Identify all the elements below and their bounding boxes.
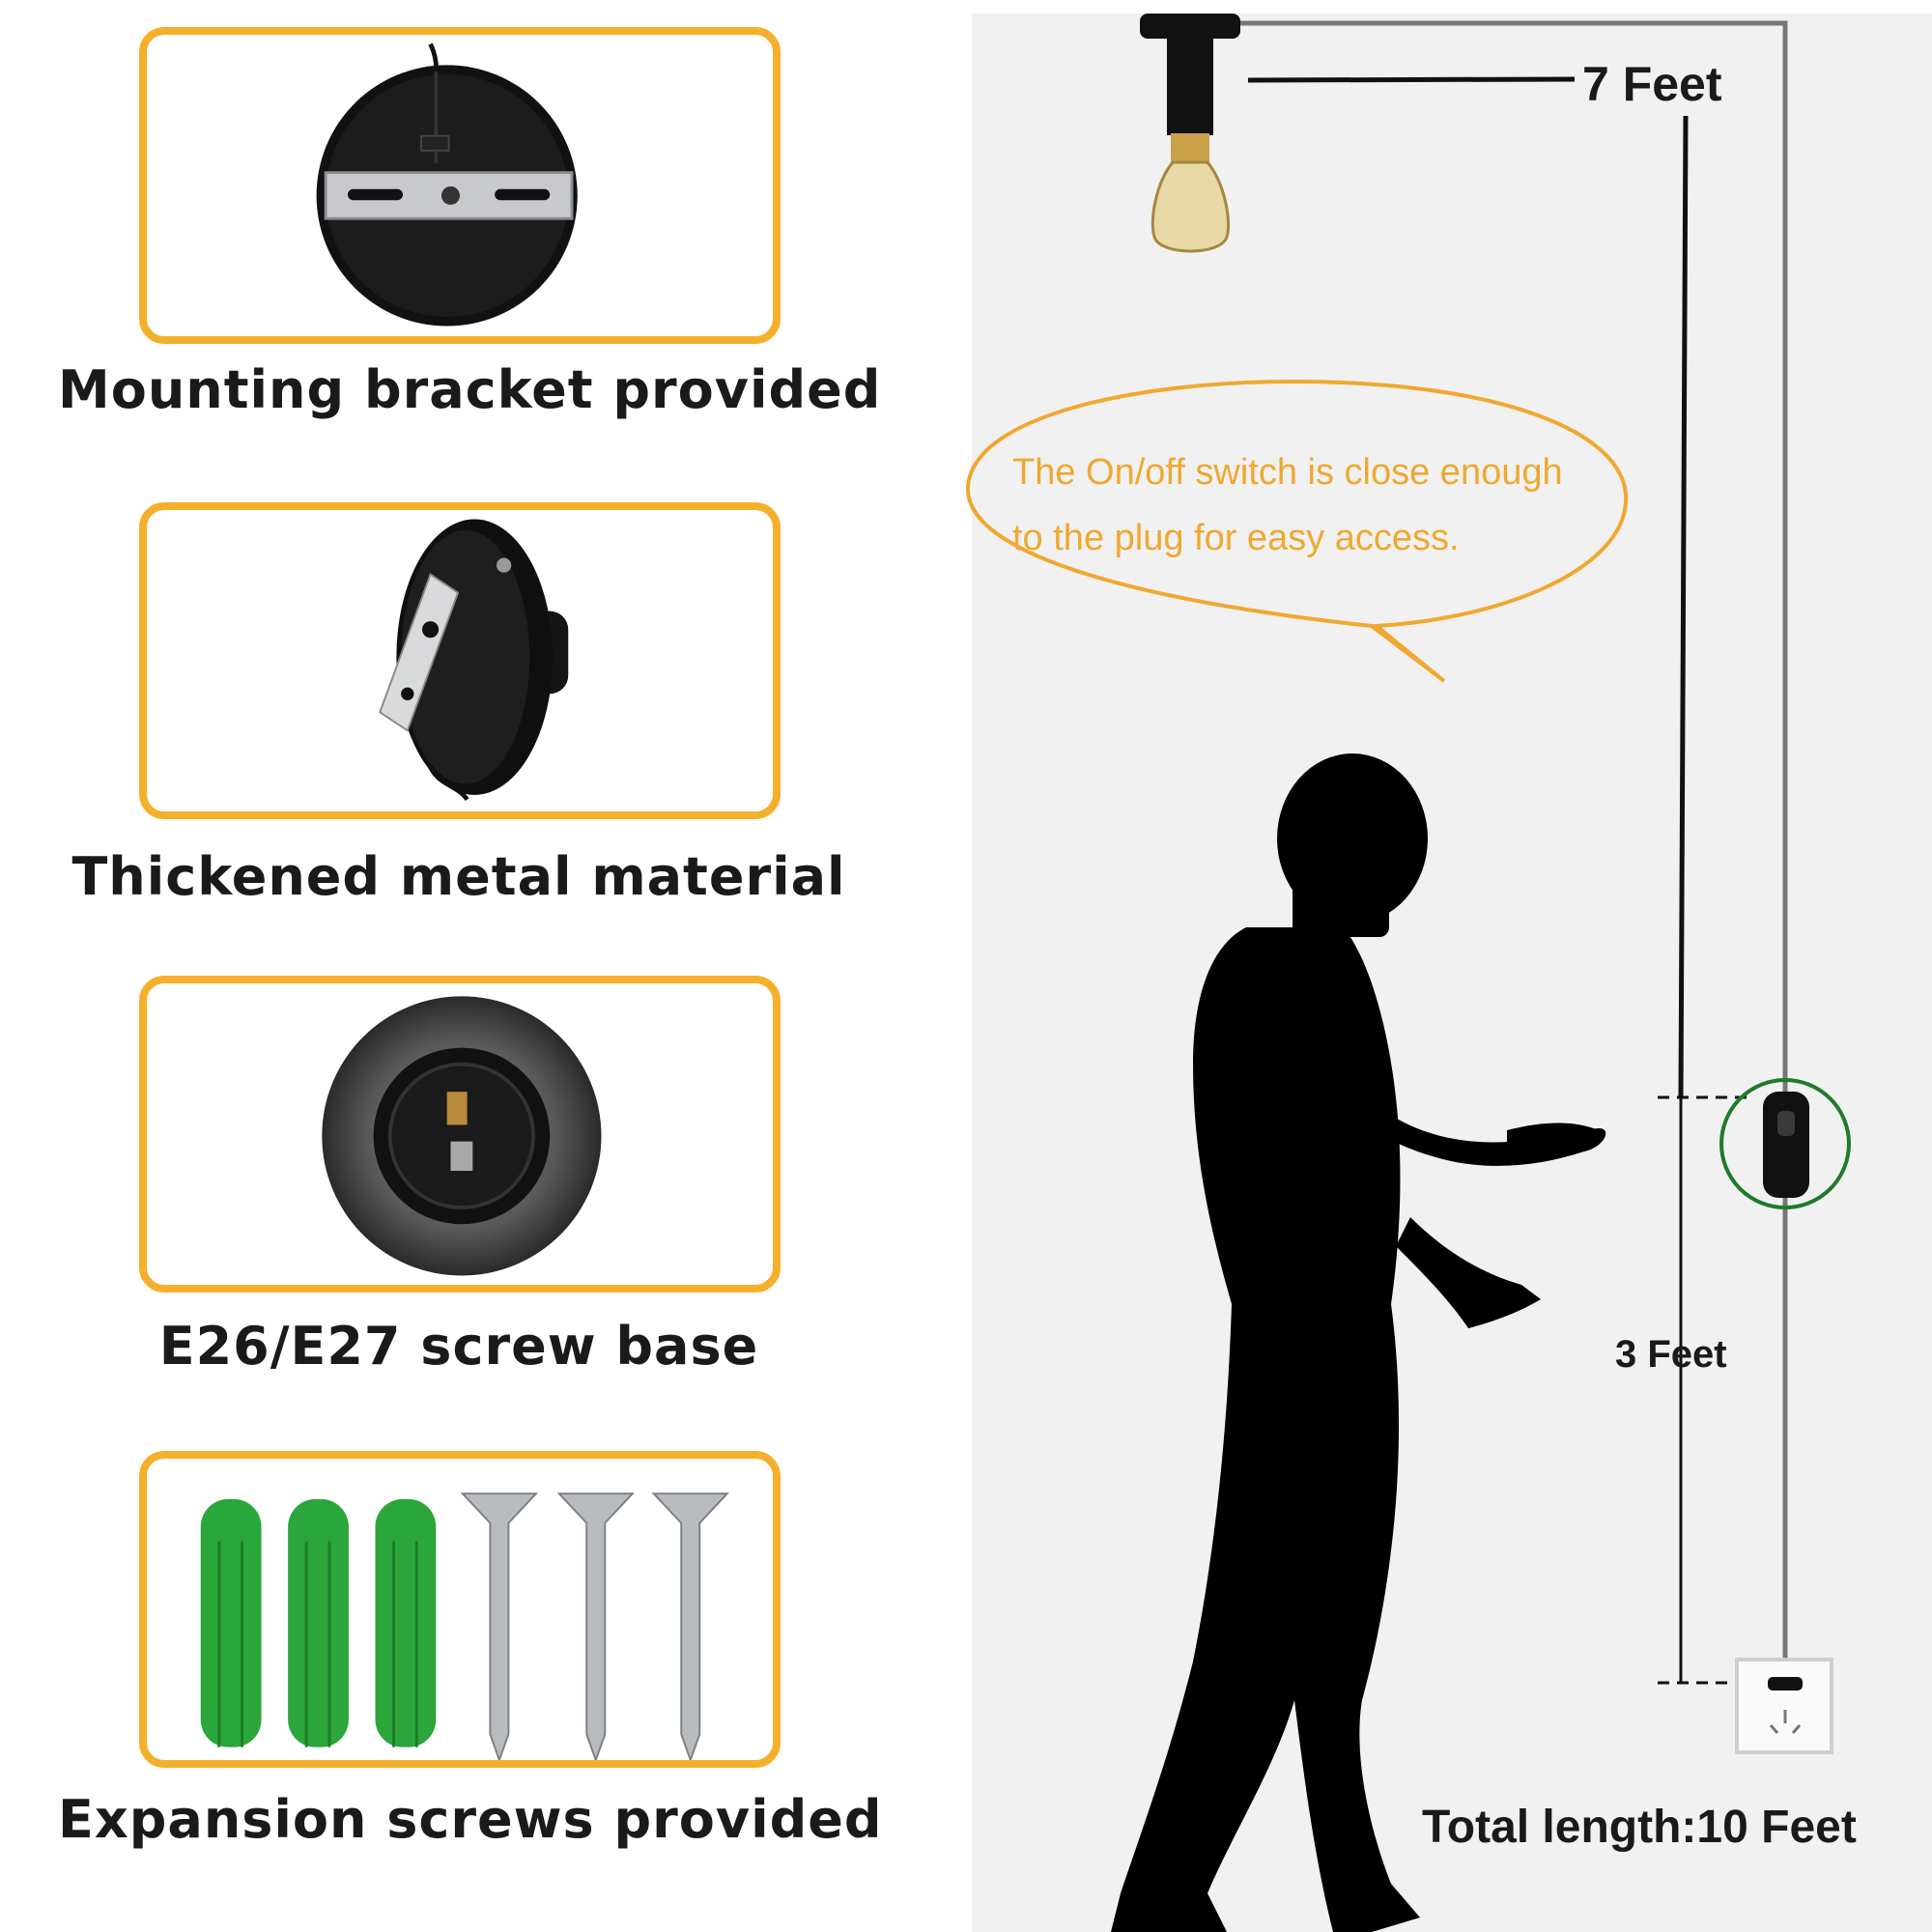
feature-panel-screw-base xyxy=(139,976,781,1293)
wall-outlet-icon xyxy=(1735,1658,1833,1754)
feature-panel-metal-material xyxy=(139,502,781,819)
expansion-screws-icon xyxy=(200,1492,730,1760)
caption-metal-material: Thickened metal material xyxy=(71,846,846,907)
lamp-holder-icon xyxy=(379,519,569,802)
total-length-label: Total length:10 Feet xyxy=(1422,1802,1857,1853)
feature-panel-expansion-screws xyxy=(139,1451,781,1768)
switch-highlight-ring xyxy=(1719,1078,1851,1209)
screw-base-socket-icon xyxy=(322,996,602,1276)
bottom-length-label: 3 Feet xyxy=(1615,1333,1727,1376)
bubble-text-line1: The On/off switch is close enough xyxy=(1012,452,1563,493)
installation-diagram-background xyxy=(972,14,1932,1932)
speech-bubble xyxy=(965,379,1629,683)
caption-expansion-screws: Expansion screws provided xyxy=(58,1789,883,1850)
ceiling-lamp-icon xyxy=(1140,14,1240,253)
person-silhouette-icon xyxy=(1111,753,1606,1932)
caption-mounting-bracket: Mounting bracket provided xyxy=(58,359,882,420)
top-length-label: 7 Feet xyxy=(1582,57,1722,111)
inline-switch-icon xyxy=(1763,1092,1809,1198)
mounting-bracket-icon xyxy=(316,43,578,327)
feature-panel-mounting-bracket xyxy=(139,27,781,344)
bubble-text-line2: to the plug for easy access. xyxy=(1012,518,1460,558)
caption-screw-base: E26/E27 screw base xyxy=(158,1316,759,1377)
